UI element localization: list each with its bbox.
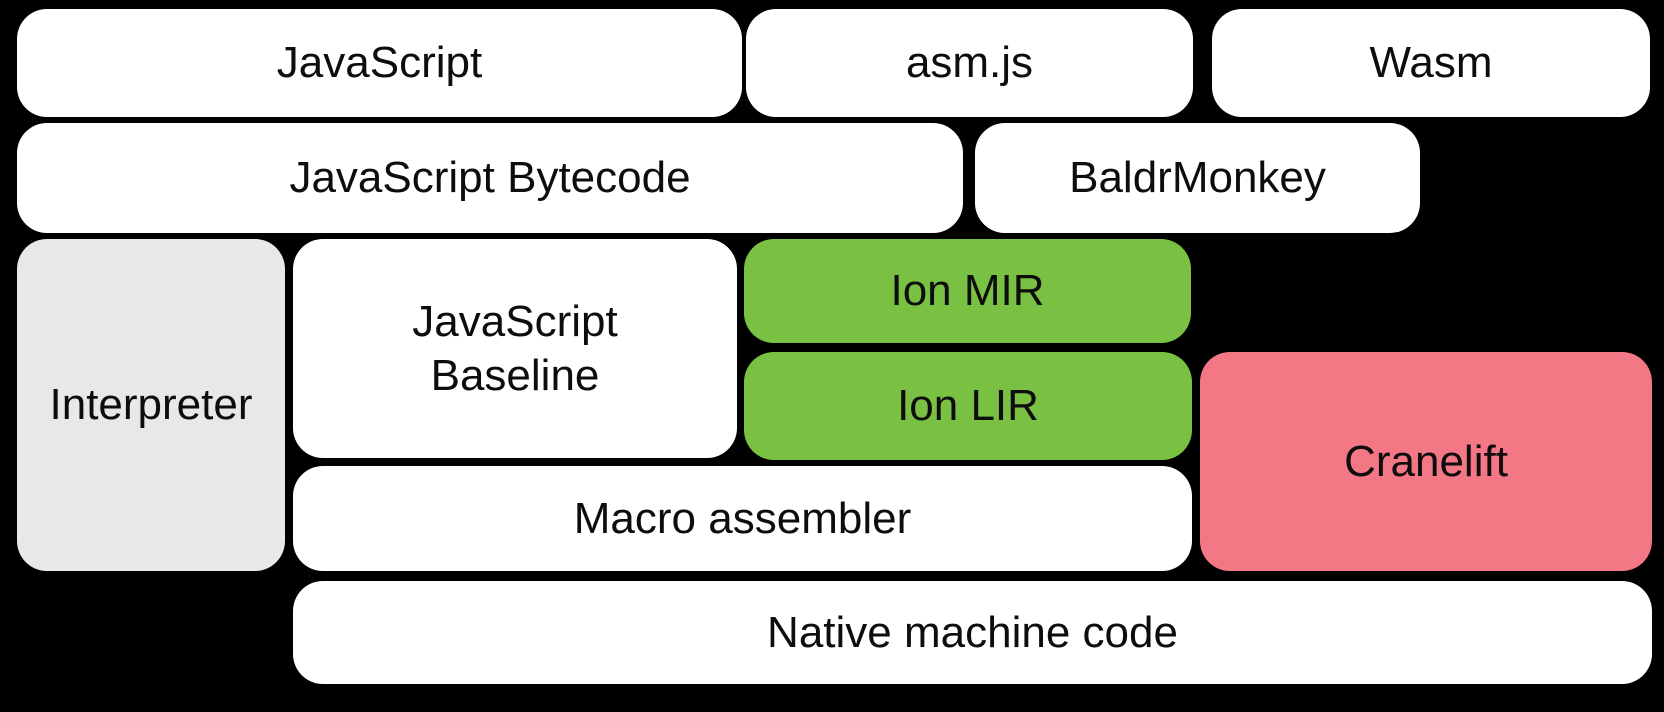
box-native-machine-code: Native machine code [293, 581, 1652, 684]
box-javascript: JavaScript [17, 9, 742, 117]
box-javascript-baseline-line2: Baseline [430, 350, 600, 400]
box-baldrmonkey: BaldrMonkey [975, 123, 1420, 233]
box-asmjs-label: asm.js [905, 38, 1034, 88]
box-macro-assembler-label: Macro assembler [573, 493, 912, 543]
box-javascript-bytecode-label: JavaScript Bytecode [289, 153, 691, 203]
box-interpreter: Interpreter [17, 239, 285, 571]
box-ion-lir: Ion LIR [744, 352, 1192, 460]
box-native-machine-code-label: Native machine code [767, 607, 1178, 657]
box-ion-lir-label: Ion LIR [897, 381, 1039, 431]
box-cranelift-label: Cranelift [1344, 436, 1508, 486]
box-javascript-baseline-line1: JavaScript [412, 296, 618, 346]
box-asmjs: asm.js [746, 9, 1193, 117]
box-cranelift: Cranelift [1200, 352, 1652, 571]
box-wasm: Wasm [1212, 9, 1650, 117]
box-macro-assembler: Macro assembler [293, 466, 1192, 571]
box-ion-mir-label: Ion MIR [890, 266, 1045, 316]
box-interpreter-label: Interpreter [49, 380, 253, 430]
box-javascript-label: JavaScript [276, 38, 483, 88]
box-javascript-bytecode: JavaScript Bytecode [17, 123, 963, 233]
box-javascript-baseline: JavaScript Baseline [293, 239, 737, 458]
box-baldrmonkey-label: BaldrMonkey [1069, 153, 1326, 203]
box-wasm-label: Wasm [1369, 38, 1493, 88]
box-ion-mir: Ion MIR [744, 239, 1191, 343]
